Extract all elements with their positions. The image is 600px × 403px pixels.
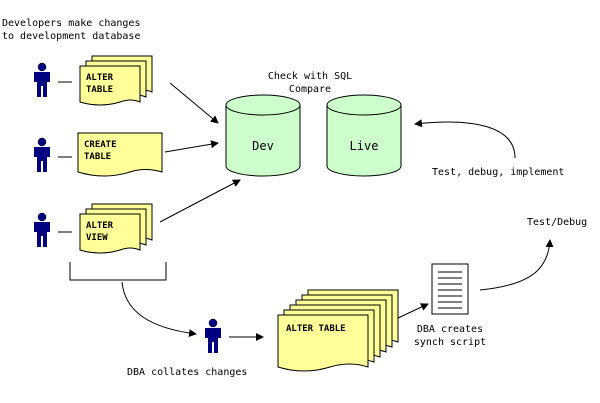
create-table-doc-label: CREATE TABLE [84, 140, 117, 162]
dev-database-icon [225, 94, 301, 177]
developer-1-icon [33, 62, 51, 98]
dba-creates-label: DBA creates synch script [413, 324, 487, 348]
alter-view-doc-label: ALTER VIEW [86, 221, 114, 243]
alter-table-doc-label: ALTER TABLE [86, 73, 114, 95]
dev-database-label: Dev [252, 139, 274, 153]
alter-table-doc-stack [79, 55, 153, 106]
test-debug-implement-label: Test, debug, implement [432, 167, 565, 178]
collated-script-doc-label: ALTER TABLE [286, 324, 346, 334]
live-database-label: Live [349, 139, 379, 153]
arrow-create-table-to-dev [164, 140, 219, 153]
check-sql-compare-label: Check with SQL Compare [267, 71, 353, 95]
synch-script-document-icon [431, 263, 469, 315]
collated-script-doc-stack [277, 289, 399, 372]
alter-view-doc-stack [79, 203, 153, 254]
arrow-alter-table-to-dev [169, 82, 219, 124]
developer-2-icon [33, 137, 51, 173]
create-table-doc [77, 132, 163, 177]
collation-bracket [69, 262, 167, 281]
arrow-synch-to-test [479, 239, 554, 291]
dba-icon [204, 318, 222, 354]
developer-3-icon [33, 212, 51, 248]
arrow-test-to-live [414, 119, 516, 159]
arrow-alter-view-to-dev [159, 179, 241, 223]
live-database-icon [326, 94, 402, 177]
test-debug-label: Test/Debug [527, 217, 588, 228]
arrow-to-dba [121, 281, 197, 338]
dba-collates-label: DBA collates changes [127, 367, 248, 378]
caption-developers: Developers make changes to development d… [2, 18, 141, 42]
arrow-to-synch-script [397, 303, 429, 319]
